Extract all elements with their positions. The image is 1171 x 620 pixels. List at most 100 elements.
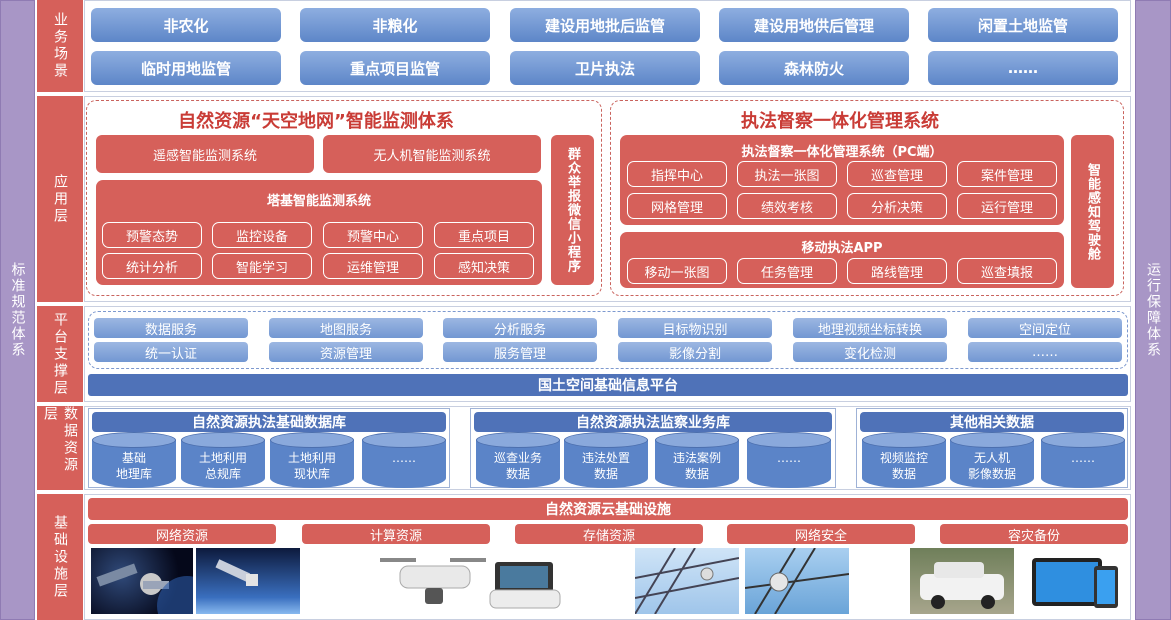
business-scene-button[interactable]: 非粮化	[300, 8, 490, 42]
platform-service-pill[interactable]: 目标物识别	[618, 318, 772, 338]
tablet-phone-photo	[1022, 548, 1126, 614]
cylinder-top	[92, 432, 176, 448]
platform-service-pill[interactable]: 地图服务	[269, 318, 423, 338]
business-scene-button[interactable]: 建设用地供后管理	[719, 8, 909, 42]
business-scene-button[interactable]: 森林防火	[719, 51, 909, 85]
pc-function-button[interactable]: 案件管理	[957, 161, 1057, 187]
mobile-app-function-button[interactable]: 任务管理	[737, 258, 837, 284]
cylinder-top	[181, 432, 265, 448]
database-cylinder[interactable]: 土地利用 总规库	[181, 432, 265, 488]
platform-service-pill[interactable]: 数据服务	[94, 318, 248, 338]
layer-infra-text: 基础设施层	[52, 514, 68, 600]
platform-service-pill[interactable]: 空间定位	[968, 318, 1122, 338]
satellite-icon	[96, 563, 193, 614]
pc-function-button[interactable]: 执法一张图	[737, 161, 837, 187]
tower-function-button[interactable]: 预警态势	[102, 222, 202, 248]
infra-resource-bar[interactable]: 存储资源	[515, 524, 703, 544]
infra-resource-bar[interactable]: 计算资源	[302, 524, 490, 544]
platform-service-pill[interactable]: 影像分割	[618, 342, 772, 362]
business-scene-button[interactable]: ……	[928, 51, 1118, 85]
pc-function-button[interactable]: 巡查管理	[847, 161, 947, 187]
database-cylinder[interactable]: ……	[1041, 432, 1125, 488]
pc-function-button[interactable]: 网格管理	[627, 193, 727, 219]
business-scene-button[interactable]: 闲置土地监管	[928, 8, 1118, 42]
satellite-photo-2	[196, 548, 300, 614]
enforcement-system-frame	[610, 100, 1124, 296]
tower-monitoring-title: 塔基智能监测系统	[266, 194, 371, 209]
cylinder-top	[950, 432, 1034, 448]
mobile-app-function-button[interactable]: 路线管理	[847, 258, 947, 284]
pc-system-title: 执法督察一体化管理系统（PC端）	[741, 145, 943, 160]
cylinder-top	[270, 432, 354, 448]
monitoring-system-title: 自然资源“天空地网”智能监测体系	[178, 111, 454, 132]
tablet-icon	[1032, 558, 1118, 608]
pc-function-button[interactable]: 运行管理	[957, 193, 1057, 219]
satellite-photo-1	[91, 548, 193, 614]
database-group-title: 自然资源执法监察业务库	[474, 412, 832, 432]
tower-function-button[interactable]: 运维管理	[323, 253, 423, 279]
platform-service-pill[interactable]: 变化检测	[793, 342, 947, 362]
layer-label-business: 业务场景	[37, 0, 83, 92]
cylinder-top	[362, 432, 446, 448]
patrol-car-photo	[910, 548, 1014, 614]
mobile-app-function-button[interactable]: 巡查填报	[957, 258, 1057, 284]
tower-function-button[interactable]: 智能学习	[212, 253, 312, 279]
pc-function-button[interactable]: 指挥中心	[627, 161, 727, 187]
database-cylinder[interactable]: 基础 地理库	[92, 432, 176, 488]
layer-data-text: 数据资源层	[42, 406, 78, 474]
database-name: 视频监控 数据	[879, 451, 928, 481]
mobile-app-block	[620, 232, 1064, 288]
layer-label-platform: 平台支撑层	[37, 306, 83, 402]
cylinder-top	[655, 432, 739, 448]
tower-monitoring-block	[96, 180, 542, 285]
business-scene-button[interactable]: 建设用地批后监管	[510, 8, 700, 42]
camera-tower-icon	[745, 548, 849, 614]
uav-monitoring-system[interactable]: 无人机智能监测系统	[323, 135, 541, 173]
database-cylinder[interactable]: 违法案例 数据	[655, 432, 739, 488]
wechat-report-text: 群众举报微信小程序	[565, 147, 580, 273]
wechat-report-miniprogram[interactable]: 群众举报微信小程序	[551, 135, 594, 285]
tower-function-button[interactable]: 统计分析	[102, 253, 202, 279]
territorial-platform-bar[interactable]: 国土空间基础信息平台	[88, 374, 1128, 396]
database-cylinder[interactable]: ……	[747, 432, 831, 488]
database-name: ……	[777, 451, 801, 465]
platform-service-pill[interactable]: 服务管理	[443, 342, 597, 362]
database-cylinder[interactable]: ……	[362, 432, 446, 488]
layer-application-text: 应用层	[52, 173, 68, 225]
platform-service-pill[interactable]: ……	[968, 342, 1122, 362]
database-cylinder[interactable]: 土地利用 现状库	[270, 432, 354, 488]
smart-cockpit[interactable]: 智能感知驾驶舱	[1071, 135, 1114, 288]
infra-resource-bar[interactable]: 网络安全	[727, 524, 915, 544]
platform-service-pill[interactable]: 地理视频坐标转换	[793, 318, 947, 338]
database-cylinder[interactable]: 巡查业务 数据	[476, 432, 560, 488]
database-cylinder[interactable]: 无人机 影像数据	[950, 432, 1034, 488]
layer-label-data: 数据资源层	[37, 406, 83, 490]
tower-function-button[interactable]: 预警中心	[323, 222, 423, 248]
satellite-icon-2	[215, 559, 258, 586]
business-scene-button[interactable]: 卫片执法	[510, 51, 700, 85]
platform-service-pill[interactable]: 分析服务	[443, 318, 597, 338]
platform-service-pill[interactable]: 统一认证	[94, 342, 248, 362]
platform-service-pill[interactable]: 资源管理	[269, 342, 423, 362]
mobile-app-function-button[interactable]: 移动一张图	[627, 258, 727, 284]
business-scene-button[interactable]: 重点项目监管	[300, 51, 490, 85]
pc-function-button[interactable]: 绩效考核	[737, 193, 837, 219]
infra-resource-bar[interactable]: 网络资源	[88, 524, 276, 544]
tower-function-button[interactable]: 重点项目	[434, 222, 534, 248]
infra-resource-bar[interactable]: 容灾备份	[940, 524, 1128, 544]
database-name: ……	[392, 451, 416, 465]
tower-photo-2	[745, 548, 849, 614]
layer-label-application: 应用层	[37, 96, 83, 302]
cylinder-body	[362, 440, 446, 488]
database-group-title: 自然资源执法基础数据库	[92, 412, 446, 432]
database-cylinder[interactable]: 违法处置 数据	[564, 432, 648, 488]
tower-function-button[interactable]: 监控设备	[212, 222, 312, 248]
cylinder-body	[950, 440, 1034, 488]
business-scene-button[interactable]: 非农化	[91, 8, 281, 42]
database-cylinder[interactable]: 视频监控 数据	[862, 432, 946, 488]
remote-sensing-system[interactable]: 遥感智能监测系统	[96, 135, 314, 173]
tower-function-button[interactable]: 感知决策	[434, 253, 534, 279]
business-scene-button[interactable]: 临时用地监管	[91, 51, 281, 85]
cylinder-body	[476, 440, 560, 488]
pc-function-button[interactable]: 分析决策	[847, 193, 947, 219]
